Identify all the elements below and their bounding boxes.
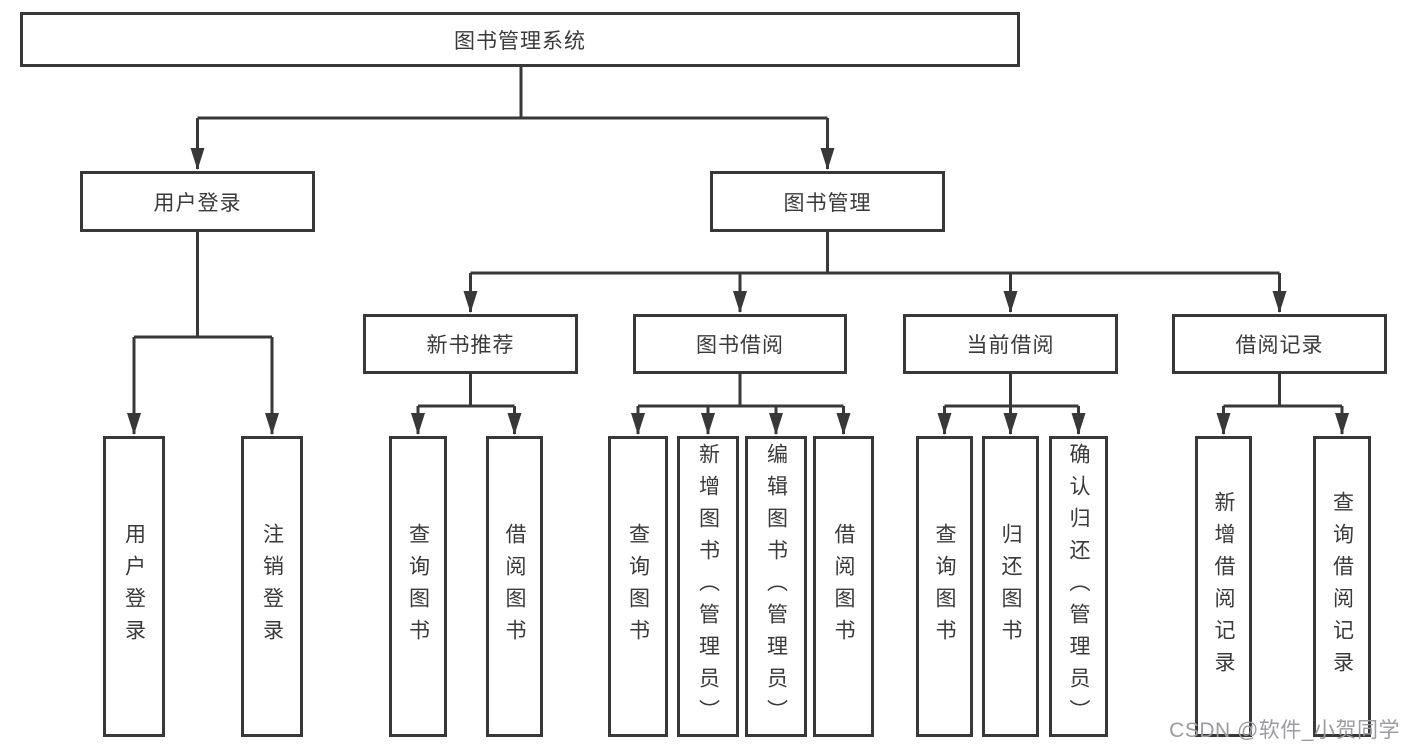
node-label: 确认归还（管理员） bbox=[1067, 442, 1090, 731]
csdn-watermark: CSDN @软件_小贺同学 bbox=[1169, 719, 1400, 742]
node-label: 查询借阅记录 bbox=[1330, 490, 1354, 683]
leaf-borrow-books-recommend: 借阅图书 bbox=[486, 436, 543, 737]
node-label: 当前借阅 bbox=[966, 334, 1055, 357]
node-label: 查询图书 bbox=[406, 522, 430, 651]
leaf-query-books-borrowing: 查询图书 bbox=[608, 436, 668, 737]
node-current-borrowing: 当前借阅 bbox=[903, 314, 1118, 374]
leaf-edit-books-admin: 编辑图书（管理员） bbox=[745, 436, 807, 737]
node-label: 图书管理 bbox=[783, 191, 872, 215]
node-book-management-branch: 图书管理 bbox=[710, 171, 945, 232]
node-label: 归还图书 bbox=[999, 522, 1022, 651]
node-label: 注销登录 bbox=[260, 522, 284, 651]
leaf-confirm-return-admin: 确认归还（管理员） bbox=[1049, 436, 1108, 737]
leaf-add-books-admin: 新增图书（管理员） bbox=[677, 436, 739, 737]
node-label: 查询图书 bbox=[626, 522, 650, 651]
node-label: 借阅图书 bbox=[503, 522, 526, 651]
node-label: 新增借阅记录 bbox=[1212, 490, 1235, 683]
node-new-book-recommend: 新书推荐 bbox=[363, 314, 578, 374]
node-label: 新书推荐 bbox=[426, 334, 515, 357]
leaf-return-books: 归还图书 bbox=[982, 436, 1039, 737]
leaf-user-login: 用户登录 bbox=[103, 436, 165, 737]
leaf-add-borrow-record: 新增借阅记录 bbox=[1195, 436, 1252, 737]
node-book-borrowing: 图书借阅 bbox=[633, 314, 847, 374]
node-label: 借阅图书 bbox=[832, 522, 855, 651]
node-label: 用户登录 bbox=[122, 522, 146, 651]
node-label: 查询图书 bbox=[933, 522, 956, 651]
node-root-system: 图书管理系统 bbox=[20, 12, 1020, 67]
leaf-logout: 注销登录 bbox=[241, 436, 303, 737]
leaf-query-books-recommend: 查询图书 bbox=[389, 436, 447, 737]
node-label: 新增图书（管理员） bbox=[696, 442, 720, 731]
node-label: 图书管理系统 bbox=[454, 29, 586, 53]
leaf-borrow-books: 借阅图书 bbox=[813, 436, 874, 737]
node-borrowing-records: 借阅记录 bbox=[1172, 314, 1387, 374]
leaf-query-books-current: 查询图书 bbox=[916, 436, 973, 737]
node-user-login-branch: 用户登录 bbox=[80, 171, 315, 232]
node-label: 借阅记录 bbox=[1235, 334, 1324, 357]
node-label: 用户登录 bbox=[153, 191, 242, 215]
node-label: 图书借阅 bbox=[696, 334, 784, 357]
node-label: 编辑图书（管理员） bbox=[764, 442, 788, 731]
leaf-query-borrow-record: 查询借阅记录 bbox=[1313, 436, 1371, 737]
